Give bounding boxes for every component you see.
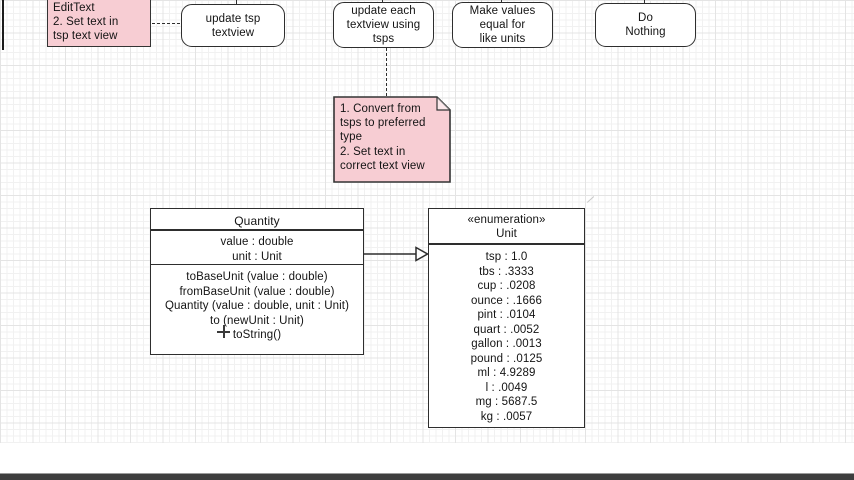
- class-methods: toBaseUnit (value : double) fromBaseUnit…: [151, 264, 363, 343]
- action-box-label: tsps: [372, 33, 395, 45]
- uml-class-quantity[interactable]: Quantity value : double unit : Unit toBa…: [150, 208, 364, 355]
- connector-stub: [382, 0, 383, 3]
- attribute: value : double: [220, 236, 294, 248]
- action-box-update-tsp-textview[interactable]: update tsp textview: [181, 4, 285, 47]
- method: toBaseUnit (value : double): [186, 271, 328, 283]
- action-box-label: equal for: [479, 19, 526, 31]
- uml-enum-unit[interactable]: «enumeration» Unit tsp : 1.0 tbs : .3333…: [428, 208, 585, 428]
- note-line: 2. Set text in: [340, 145, 406, 158]
- action-box-label: like units: [479, 33, 526, 45]
- action-box-label: Do: [638, 12, 653, 24]
- connector-stub: [501, 0, 502, 3]
- enum-value: quart : .0052: [473, 323, 540, 336]
- note-line: EditText: [53, 2, 95, 14]
- clipped-shape-edge: [2, 0, 4, 50]
- action-box-do-nothing[interactable]: Do Nothing: [595, 3, 696, 47]
- dashed-connector-vertical[interactable]: [386, 48, 387, 96]
- note-line: type: [340, 131, 363, 144]
- method: Quantity (value : double, unit : Unit): [164, 300, 350, 313]
- enum-stereotype: «enumeration»: [467, 214, 546, 226]
- action-box-label: textview using: [346, 19, 421, 31]
- enum-value: gallon : .0013: [471, 338, 542, 350]
- note-line: 2. Set text in: [53, 16, 119, 28]
- note-line: correct text view: [340, 159, 425, 172]
- note-line: 1. Convert from: [340, 103, 421, 115]
- enum-value: ml : 4.9289: [477, 367, 536, 379]
- connector-stub: [236, 0, 237, 5]
- attribute: unit : Unit: [232, 250, 282, 263]
- action-box-label: update each: [351, 5, 416, 17]
- note-edittext[interactable]: EditText 2. Set text in tsp text view: [47, 0, 151, 47]
- action-box-label: Nothing: [625, 26, 666, 38]
- dashed-connector-horizontal[interactable]: [152, 23, 180, 24]
- enum-value: mg : 5687.5: [475, 396, 538, 408]
- enum-values: tsp : 1.0 tbs : .3333 cup : .0208 ounce …: [429, 243, 584, 424]
- note-shape: [333, 96, 451, 183]
- enum-title: Unit: [496, 228, 517, 240]
- note-line: tsps to preferred: [340, 117, 426, 130]
- method: fromBaseUnit (value : double): [179, 285, 335, 298]
- enum-value: pint : .0104: [477, 309, 536, 321]
- action-box-label: Make values: [469, 5, 536, 17]
- class-attributes: value : double unit : Unit: [151, 229, 363, 264]
- enum-value: pound : .0125: [470, 352, 543, 365]
- enum-value: cup : .0208: [477, 280, 536, 292]
- method: to (newUnit : Unit): [210, 314, 304, 327]
- action-box-label: update tsp: [205, 12, 261, 25]
- generalization-arrow[interactable]: [364, 244, 428, 264]
- grid-canvas[interactable]: [0, 0, 854, 443]
- enum-value: tbs : .3333: [479, 265, 534, 278]
- enum-value: ounce : .1666: [471, 294, 542, 307]
- note-line: tsp text view: [53, 30, 118, 42]
- connector-stub: [644, 0, 645, 4]
- action-box-label: textview: [211, 26, 255, 39]
- enum-value: tsp : 1.0: [485, 251, 528, 263]
- enum-value: kg : .0057: [480, 410, 533, 423]
- crosshair-cursor-icon: [217, 325, 230, 338]
- method: toString(): [232, 329, 282, 342]
- note-convert[interactable]: 1. Convert from tsps to preferred type 2…: [333, 96, 451, 183]
- action-box-make-values-equal[interactable]: Make values equal for like units: [452, 2, 553, 48]
- enum-value: l : .0049: [485, 381, 528, 394]
- enum-header: «enumeration» Unit: [429, 209, 584, 243]
- action-box-update-each-textview[interactable]: update each textview using tsps: [333, 2, 434, 48]
- window-bottom-bar: [0, 473, 854, 480]
- class-title: Quantity: [234, 214, 280, 228]
